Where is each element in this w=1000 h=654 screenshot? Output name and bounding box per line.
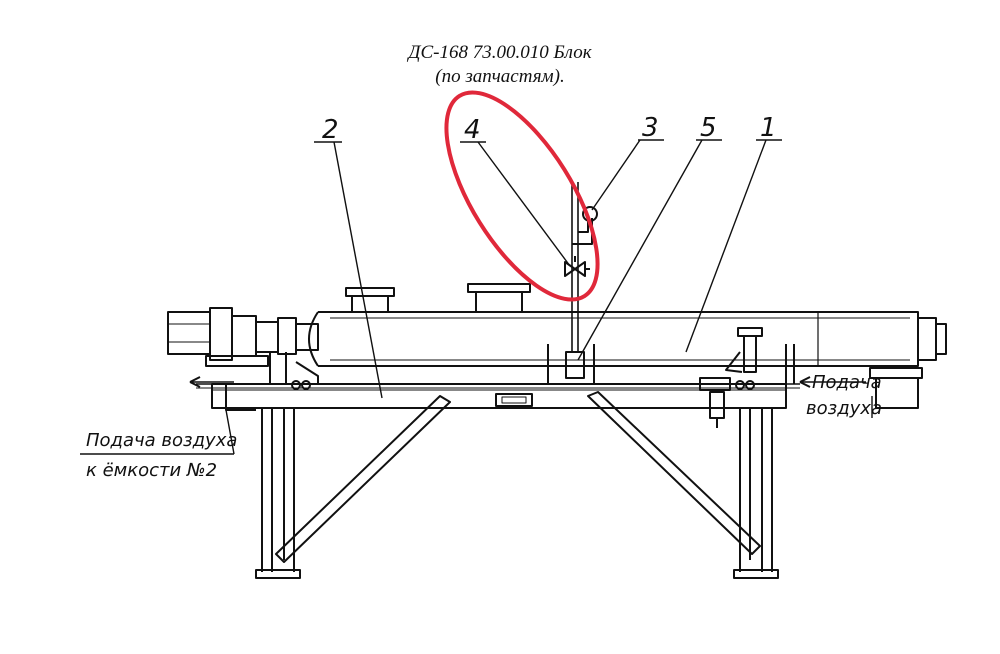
- support-frame: [211, 344, 795, 579]
- right-bottom-outlet: [869, 367, 923, 409]
- drawing-subtitle: (по запчастям).: [435, 66, 565, 87]
- drawing-title: ДС-168 73.00.010 Блок: [408, 42, 592, 63]
- callout-3: 3: [642, 113, 659, 143]
- drive-motor: [167, 307, 319, 367]
- caption-air-supply-left-1: Подача воздуха: [86, 430, 237, 451]
- highlight-ellipse: [444, 90, 600, 302]
- right-outlet-pipe: [725, 327, 763, 373]
- caption-air-supply-right-2: воздуха: [806, 398, 882, 419]
- air-supply-arrow-left: [189, 376, 234, 388]
- callout-5: 5: [700, 113, 717, 143]
- main-cylinder: [308, 311, 947, 367]
- callout-leaders: [80, 139, 873, 455]
- vertical-riser: [565, 182, 593, 379]
- air-supply-pipeline: [196, 344, 800, 428]
- callout-4: 4: [464, 115, 481, 145]
- top-nozzle-middle: [467, 283, 531, 313]
- top-nozzle-left: [345, 287, 395, 313]
- callout-2: 2: [322, 115, 339, 145]
- callout-1: 1: [760, 113, 777, 143]
- caption-air-supply-left-2: к ёмкости №2: [86, 460, 217, 481]
- air-supply-arrow-right: [799, 376, 866, 388]
- caption-air-supply-right-1: Подача: [812, 372, 882, 393]
- shutoff-valve: [564, 256, 590, 277]
